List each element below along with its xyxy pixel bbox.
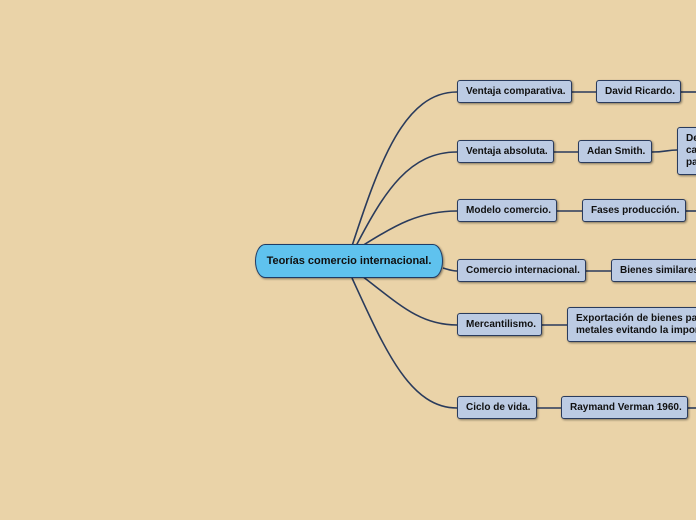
connector-mercantilismo [361, 275, 458, 326]
node-modelo-comercio[interactable]: Modelo comercio. [457, 199, 557, 222]
node-adan-smith[interactable]: Adan Smith. [578, 140, 652, 163]
connector-modelo-comercio [361, 210, 458, 247]
root-node[interactable]: Teorías comercio internacional. [255, 244, 443, 278]
connector-ventaja-comparativa [351, 91, 458, 247]
connector-comercio-internacional [442, 267, 458, 272]
connector-ventaja-absoluta [355, 151, 458, 247]
node-exportacion-bienes[interactable]: Exportación de bienes pa metales evitand… [567, 307, 696, 342]
node-raymand-verman[interactable]: Raymand Verman 1960. [561, 396, 688, 419]
connector-ciclo-de-vida [351, 277, 458, 409]
node-comercio-internacional[interactable]: Comercio internacional. [457, 259, 586, 282]
node-mercantilismo[interactable]: Mercantilismo. [457, 313, 542, 336]
node-david-ricardo[interactable]: David Ricardo. [596, 80, 681, 103]
connector-de-ca-pa [651, 149, 678, 153]
node-ventaja-absoluta[interactable]: Ventaja absoluta. [457, 140, 554, 163]
node-fases-produccion[interactable]: Fases producción. [582, 199, 686, 222]
node-ciclo-de-vida[interactable]: Ciclo de vida. [457, 396, 537, 419]
node-ventaja-comparativa[interactable]: Ventaja comparativa. [457, 80, 572, 103]
node-de-ca-pa[interactable]: De ca pa [677, 127, 696, 175]
node-bienes-similares[interactable]: Bienes similares [611, 259, 696, 282]
